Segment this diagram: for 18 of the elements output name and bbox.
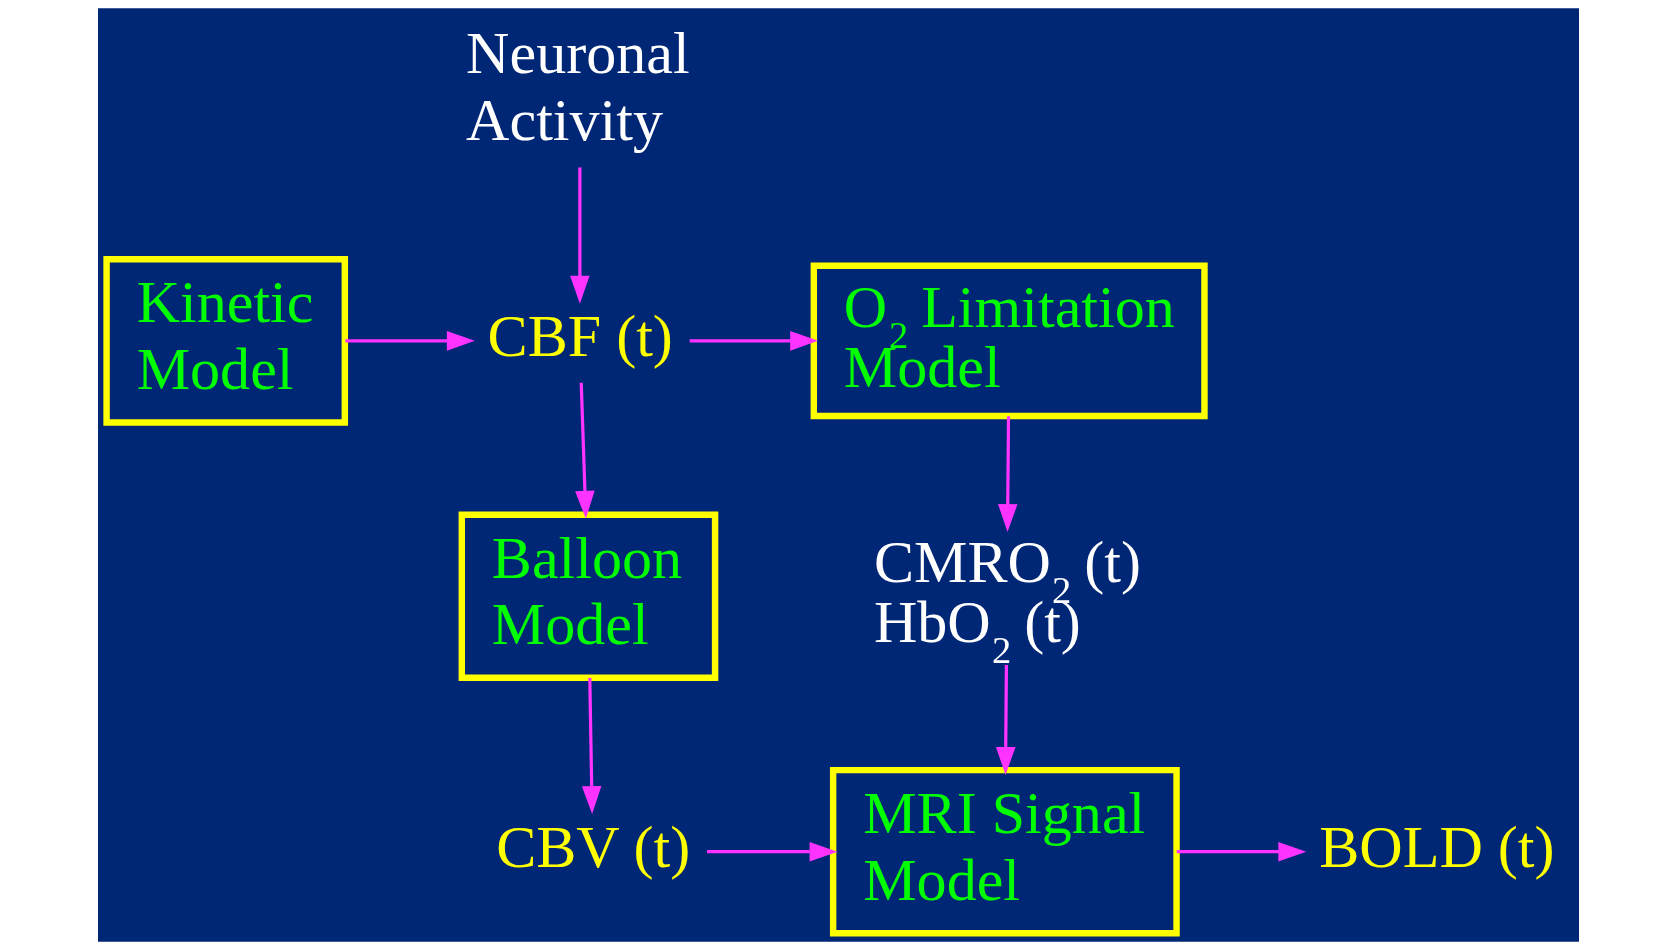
arrow [581, 677, 601, 815]
arrow [569, 167, 590, 304]
arrow [344, 331, 475, 351]
node-box: Balloon Model [458, 511, 718, 682]
arrow [689, 331, 818, 351]
node-text: CMRO$_{2}$ (t) HbO$_{2}$ (t) [873, 528, 1141, 672]
arrow [995, 665, 1015, 775]
node-text: CBF (t) [487, 301, 673, 369]
arrow [574, 382, 595, 519]
node-box: Kinetic Model [102, 256, 348, 426]
node-text: CBV (t) [495, 812, 690, 880]
node-box: O$_{2}$ Limitation Model [810, 262, 1208, 420]
arrow [1176, 841, 1306, 862]
node-box: MRI Signal Model [829, 766, 1180, 937]
node-text: Neuronal Activity [465, 19, 690, 153]
arrow [706, 841, 838, 862]
arrow [997, 416, 1018, 533]
node-text: BOLD (t) [1318, 812, 1555, 880]
